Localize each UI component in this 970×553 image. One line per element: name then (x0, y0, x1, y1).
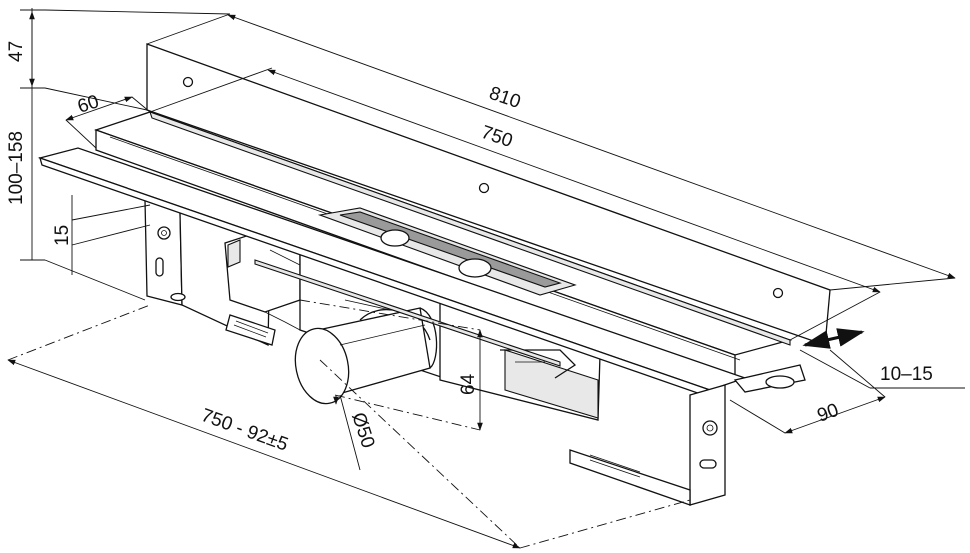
dim-100-158: 100–158 (6, 131, 27, 205)
right-bracket (569, 364, 806, 506)
dim-810: 810 (486, 83, 523, 113)
dim-750-92: 750 - 92±5 (198, 405, 290, 456)
dim-64: 64 (458, 373, 479, 395)
dimension-lines (7, 8, 965, 549)
dim-10-15: 10–15 (880, 364, 933, 385)
dim-47: 47 (6, 41, 27, 62)
dim-750: 750 (478, 122, 515, 152)
dim-90: 90 (815, 400, 842, 427)
dim-d50: Ø50 (347, 410, 378, 451)
dim-15: 15 (52, 225, 73, 246)
